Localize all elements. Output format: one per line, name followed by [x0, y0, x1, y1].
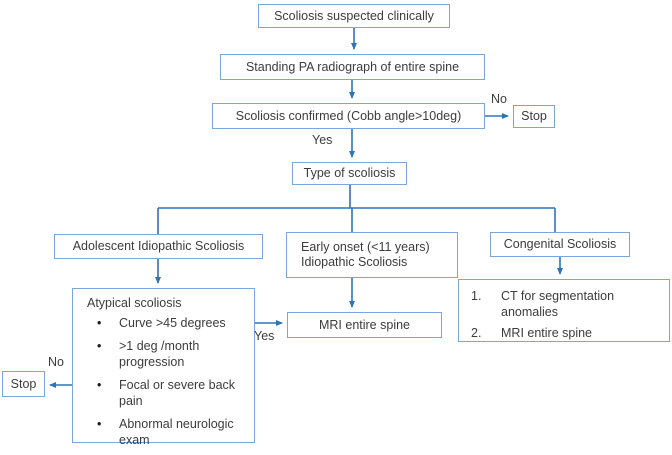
atypical-bullet-text: Curve >45 degrees [119, 316, 226, 330]
node-atypical-scoliosis: Atypical scoliosis • Curve >45 degrees •… [72, 288, 255, 447]
atypical-bullet-text: Focal or severe back pain [119, 378, 236, 408]
node-type-of-scoliosis: Type of scoliosis [292, 162, 407, 185]
bullet-icon: • [97, 316, 102, 330]
node-scoliosis-confirmed: Scoliosis confirmed (Cobb angle>10deg) [212, 103, 485, 129]
atypical-bullet: • >1 deg /month progression [97, 338, 246, 370]
bullet-icon: • [97, 378, 102, 392]
workup-item-text: CT for segmentation anomalies [501, 289, 615, 319]
node-congenital-scoliosis: Congenital Scoliosis [490, 232, 630, 257]
edge-label-yes-top: Yes [312, 133, 333, 147]
atypical-bullet: • Curve >45 degrees [97, 315, 246, 331]
atypical-title: Atypical scoliosis [87, 296, 182, 310]
atypical-bullet-list: • Curve >45 degrees • >1 deg /month prog… [87, 315, 246, 455]
workup-item-number: 2. [471, 326, 482, 340]
atypical-bullet: • Abnormal neurologic exam [97, 416, 246, 448]
workup-item: 1. CT for segmentation anomalies [471, 288, 663, 320]
edge-label-no-bottom: No [48, 355, 64, 369]
node-stop-top: Stop [513, 105, 555, 128]
atypical-bullet-text: Abnormal neurologic exam [119, 417, 234, 447]
bullet-icon: • [97, 339, 102, 353]
node-scoliosis-suspected: Scoliosis suspected clinically [258, 4, 450, 28]
node-adolescent-idiopathic: Adolescent Idiopathic Scoliosis [54, 234, 263, 259]
edge-label-yes-bottom: Yes [254, 329, 275, 343]
atypical-bullet-text: >1 deg /month progression [119, 339, 200, 369]
atypical-bullet: • Focal or severe back pain [97, 377, 246, 409]
workup-item: 2. MRI entire spine [471, 325, 663, 341]
bullet-icon: • [97, 417, 102, 431]
node-mri-entire-spine: MRI entire spine [287, 312, 442, 338]
node-congenital-workup: 1. CT for segmentation anomalies 2. MRI … [458, 279, 670, 342]
node-stop-left: Stop [2, 371, 45, 397]
node-standing-pa-radiograph: Standing PA radiograph of entire spine [220, 54, 485, 80]
workup-item-number: 1. [471, 289, 482, 303]
edge-label-no-top: No [491, 92, 507, 106]
node-early-onset-idiopathic: Early onset (<11 years) Idiopathic Scoli… [286, 232, 458, 278]
workup-item-text: MRI entire spine [501, 326, 593, 340]
